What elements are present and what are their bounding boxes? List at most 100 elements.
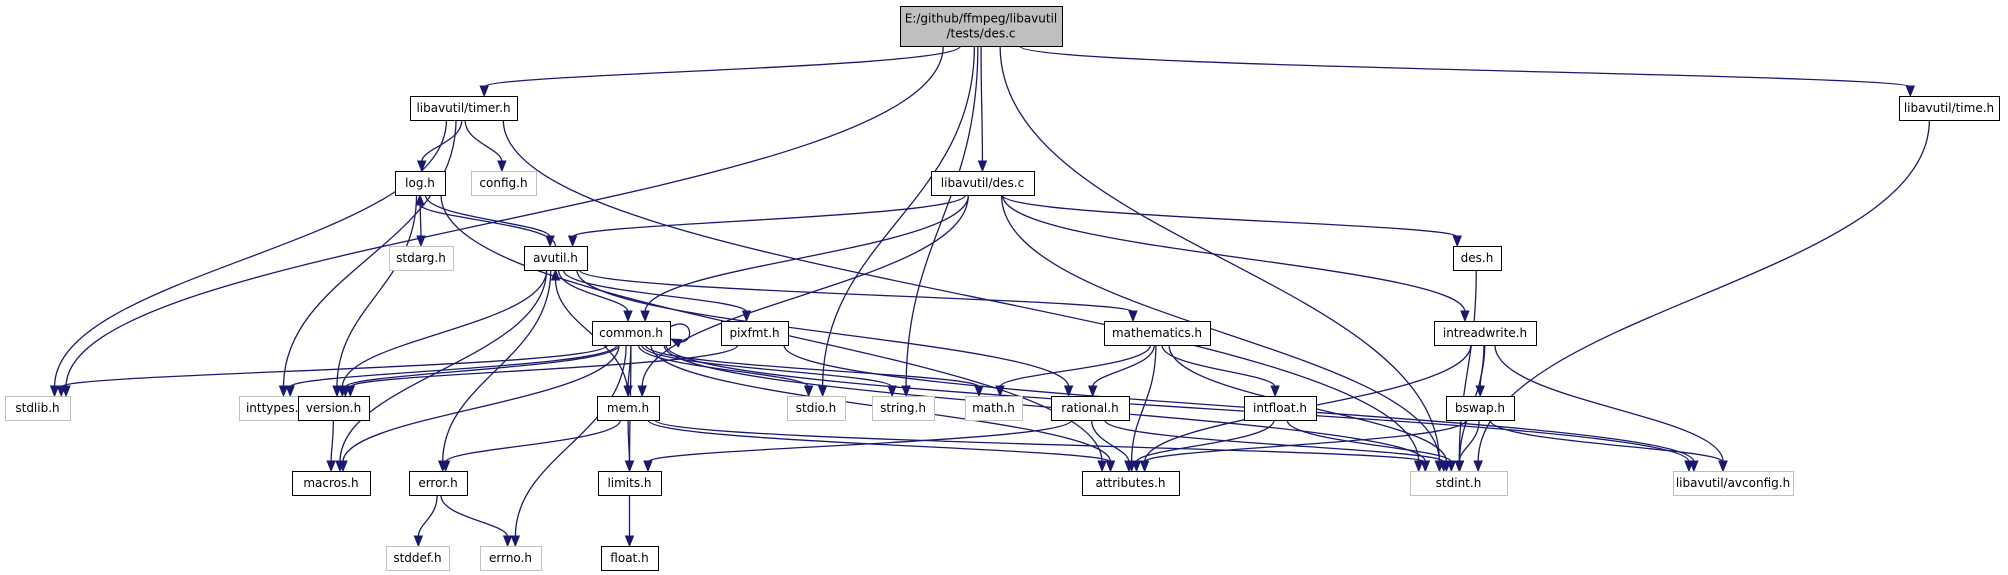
edge-arrowhead: [502, 535, 513, 548]
edge-intreadwrite-to-avconfig: [1494, 344, 1728, 473]
edge-line: [419, 203, 557, 247]
node-box: [1410, 471, 1508, 496]
node-label: libavutil/time.h: [1904, 101, 1994, 115]
edge-arrowhead: [624, 535, 635, 548]
edge-line: [1161, 344, 1276, 388]
node-limits[interactable]: limits.h: [598, 471, 662, 496]
edge-avutil-to-pixfmt: [562, 269, 752, 323]
node-label: libavutil/timer.h: [416, 101, 510, 115]
edge-arrowhead: [1439, 460, 1449, 473]
edge-line: [1135, 419, 1275, 463]
node-label: stdarg.h: [396, 251, 446, 265]
node-float[interactable]: float.h: [601, 546, 659, 571]
edge-avutil-to-mathematics: [578, 269, 1138, 323]
node-label: intfloat.h: [1253, 401, 1307, 415]
edge-arrowhead: [1420, 460, 1431, 473]
node-label: attributes.h: [1095, 476, 1165, 490]
node-label: version.h: [306, 401, 361, 415]
edge-intfloat-to-stdint: [1286, 419, 1457, 473]
node-label: des.h: [1461, 251, 1494, 265]
node-log[interactable]: log.h: [395, 171, 446, 196]
edge-bswap-to-attributes: [1139, 419, 1467, 473]
node-box: [5, 396, 71, 421]
edge-bswap-to-stdint: [1454, 419, 1480, 473]
node-error[interactable]: error.h: [409, 471, 468, 496]
node-descsrc[interactable]: libavutil/des.c: [931, 171, 1035, 196]
edge-line: [1143, 419, 1467, 463]
node-label: stdio.h: [796, 401, 836, 415]
edge-arrowhead: [977, 160, 988, 173]
edge-descsrc-to-mem: [637, 194, 969, 398]
edge-intfloat-to-attributes: [1131, 419, 1275, 473]
node-config: config.h: [471, 171, 537, 196]
edge-root-to-timer: [479, 45, 961, 98]
node-label: libavutil/avconfig.h: [1676, 476, 1790, 490]
edge-arrowhead: [326, 460, 336, 473]
edge-line: [483, 45, 961, 88]
edge-arrowhead: [56, 385, 66, 398]
edge-arrowhead: [417, 160, 427, 173]
node-label: error.h: [418, 476, 457, 490]
node-mem[interactable]: mem.h: [597, 396, 660, 421]
node-box: [1673, 471, 1794, 496]
node-version[interactable]: version.h: [298, 396, 370, 421]
edge-arrowhead: [817, 385, 828, 398]
node-box: [386, 546, 450, 571]
edge-arrowhead: [1452, 235, 1462, 248]
node-timer[interactable]: libavutil/timer.h: [410, 96, 518, 121]
edge-timer-to-stdlib: [49, 119, 448, 398]
edge-arrowhead: [637, 385, 647, 398]
node-label: common.h: [599, 326, 663, 340]
edge-root-to-stdio: [817, 45, 976, 398]
edge-line: [1001, 194, 1466, 313]
node-box: [524, 246, 588, 271]
node-avutil[interactable]: avutil.h: [524, 246, 588, 271]
node-macros[interactable]: macros.h: [292, 471, 371, 496]
edge-limits-to-float: [624, 494, 635, 548]
node-attributes[interactable]: attributes.h: [1082, 471, 1180, 496]
edge-arrowhead: [669, 338, 683, 348]
edge-timer-to-stdint: [502, 119, 1424, 473]
node-label: macros.h: [303, 476, 358, 490]
node-intreadwrite[interactable]: intreadwrite.h: [1434, 321, 1537, 346]
node-common[interactable]: common.h: [592, 321, 671, 346]
edge-arrowhead: [1454, 460, 1465, 473]
node-rational[interactable]: rational.h: [1051, 396, 1130, 421]
node-root[interactable]: E:/github/ffmpeg/libavutil/tests/des.c: [900, 6, 1063, 47]
node-desh[interactable]: des.h: [1453, 246, 1502, 271]
node-box: [389, 246, 454, 271]
node-stdlib: stdlib.h: [5, 396, 71, 421]
node-label: mem.h: [607, 401, 649, 415]
edge-mem-to-avutil: [550, 268, 629, 397]
edge-line: [1092, 344, 1155, 388]
edge-rational-to-attributes: [1090, 419, 1134, 473]
node-box: [931, 171, 1035, 196]
node-mathematics[interactable]: mathematics.h: [1104, 321, 1211, 346]
node-box: [1244, 396, 1317, 421]
node-intfloat[interactable]: intfloat.h: [1244, 396, 1317, 421]
node-label: mathematics.h: [1112, 326, 1202, 340]
edge-version-to-macros: [326, 419, 336, 473]
node-bswap[interactable]: bswap.h: [1446, 396, 1515, 421]
node-pixfmt[interactable]: pixfmt.h: [721, 321, 789, 346]
edge-arrowhead: [1905, 85, 1916, 98]
edge-line: [440, 494, 509, 538]
edge-line: [627, 344, 632, 388]
edge-line: [637, 344, 810, 388]
edge-arrowhead: [413, 535, 424, 548]
edge-log-to-avutil: [424, 194, 555, 248]
node-box: [598, 471, 662, 496]
node-stdio: stdio.h: [787, 396, 846, 421]
node-box: [1899, 96, 2000, 121]
edge-error-to-errno: [440, 494, 513, 548]
edge-arrowhead: [995, 385, 1005, 398]
edge-line: [783, 344, 1695, 463]
edge-arrowhead: [1473, 460, 1483, 473]
edge-line: [1286, 419, 1453, 463]
edge-timer-to-inttypes: [278, 119, 457, 398]
edge-arrowhead: [1413, 460, 1424, 473]
node-time[interactable]: libavutil/time.h: [1899, 96, 2000, 121]
node-label: /tests/des.c: [946, 27, 1015, 41]
node-label: inttypes.h: [246, 401, 306, 415]
edge-mathematics-to-math: [995, 344, 1152, 398]
